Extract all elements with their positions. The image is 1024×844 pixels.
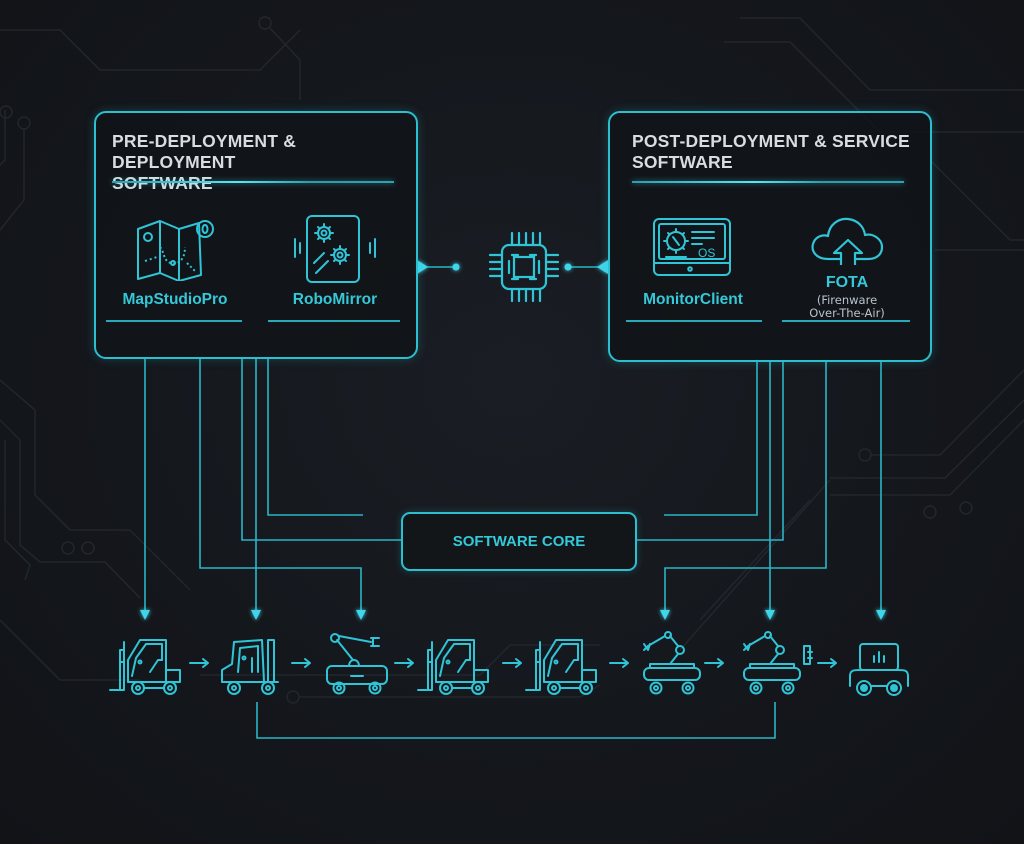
panel-title: PRE-DEPLOYMENT & DEPLOYMENT SOFTWARE xyxy=(112,131,297,193)
flow-arrow-icon xyxy=(817,658,837,668)
software-core-box[interactable]: SOFTWARE CORE xyxy=(401,512,637,571)
trace xyxy=(269,27,301,100)
cloud-upload-icon xyxy=(811,217,884,265)
title-divider xyxy=(112,181,394,183)
panel-title: POST-DEPLOYMENT & SERVICE SOFTWARE xyxy=(632,131,910,172)
flow-arrow-icon xyxy=(394,658,414,668)
tool-robomirror[interactable]: RoboMirror xyxy=(268,209,402,329)
feedback-loop-line xyxy=(256,702,776,739)
flow-arrow-icon xyxy=(189,658,209,668)
trace xyxy=(0,619,140,681)
connector-line xyxy=(267,358,363,516)
arrowhead-down xyxy=(660,610,670,620)
flow-arrow-icon xyxy=(502,658,522,668)
connector-line-to-core xyxy=(241,358,401,541)
trace-node xyxy=(858,448,872,462)
tool-mapstudiopro[interactable]: MapStudioPro xyxy=(106,209,244,329)
vehicle-forklift-1 xyxy=(109,639,181,695)
trace xyxy=(200,644,600,676)
arrowhead-down xyxy=(251,610,261,620)
item-underline xyxy=(782,320,910,322)
tool-sublabel: (Firenware xyxy=(816,293,878,307)
trace xyxy=(0,110,6,167)
trace xyxy=(0,379,191,591)
arrowhead-down xyxy=(356,610,366,620)
connector-line xyxy=(664,360,758,516)
trace-node xyxy=(959,501,973,515)
arrowhead-down xyxy=(765,610,775,620)
hub-node-right xyxy=(564,263,572,271)
trace xyxy=(830,399,1024,479)
flow-arrow-icon xyxy=(609,658,629,668)
item-underline xyxy=(626,320,762,322)
connector-line xyxy=(199,358,362,612)
vehicle-forklift-3 xyxy=(417,639,489,695)
map-icon xyxy=(137,220,214,281)
gear-tablet-icon xyxy=(294,215,376,283)
vehicle-forklift-2 xyxy=(221,639,279,695)
trace xyxy=(830,419,1024,496)
tool-label: FOTA xyxy=(825,274,869,291)
tool-label: MapStudioPro xyxy=(122,291,228,308)
os-label: OS xyxy=(698,246,715,260)
vehicle-forklift-4 xyxy=(525,639,597,695)
post-deployment-panel: POST-DEPLOYMENT & SERVICE SOFTWARE OS Mo… xyxy=(608,111,932,362)
monitor-os-icon: OS xyxy=(653,218,731,276)
vehicle-robot-arm-cart-1 xyxy=(326,633,388,695)
trace xyxy=(870,369,1024,456)
flow-arrow-icon xyxy=(704,658,724,668)
trace xyxy=(929,159,1024,241)
circuit-traces xyxy=(0,16,1024,704)
trace-node xyxy=(258,16,272,30)
trace-node xyxy=(81,541,95,555)
trace xyxy=(740,17,1024,91)
trace xyxy=(0,419,141,599)
chip-icon xyxy=(488,231,560,303)
trace xyxy=(0,129,25,231)
tool-label: MonitorClient xyxy=(643,291,743,308)
title-divider xyxy=(632,181,904,183)
vehicle-robot-arm-cart-3 xyxy=(743,631,813,695)
connector-line-to-core xyxy=(635,360,784,541)
item-underline xyxy=(106,320,242,322)
vehicle-delivery-cart xyxy=(849,643,909,696)
item-underline xyxy=(268,320,400,322)
flow-arrow-icon xyxy=(291,658,311,668)
trace-node xyxy=(0,105,13,119)
arrowhead-down xyxy=(140,610,150,620)
trace xyxy=(724,41,1024,133)
tool-sublabel: Over-The-Air) xyxy=(809,306,885,320)
tool-monitorclient[interactable]: OS MonitorClient xyxy=(624,209,762,329)
trace xyxy=(4,440,31,581)
pre-deployment-panel: PRE-DEPLOYMENT & DEPLOYMENT SOFTWARE Map… xyxy=(94,111,418,359)
tool-fota[interactable]: FOTA (Firenware Over-The-Air) xyxy=(782,209,912,329)
port-arrow-right xyxy=(597,260,608,274)
software-core-label: SOFTWARE CORE xyxy=(452,533,586,550)
tool-label: RoboMirror xyxy=(292,291,378,308)
vehicle-robot-arm-cart-2 xyxy=(643,631,701,695)
trace xyxy=(0,29,301,71)
hub-node-left xyxy=(452,263,460,271)
trace-node xyxy=(286,690,300,704)
connector-line xyxy=(664,360,827,612)
trace xyxy=(679,479,831,651)
trace-node xyxy=(923,505,937,519)
port-arrow-left xyxy=(417,260,428,274)
arrowhead-down xyxy=(876,610,886,620)
trace-node xyxy=(61,541,75,555)
trace xyxy=(699,499,811,621)
trace xyxy=(300,684,601,698)
